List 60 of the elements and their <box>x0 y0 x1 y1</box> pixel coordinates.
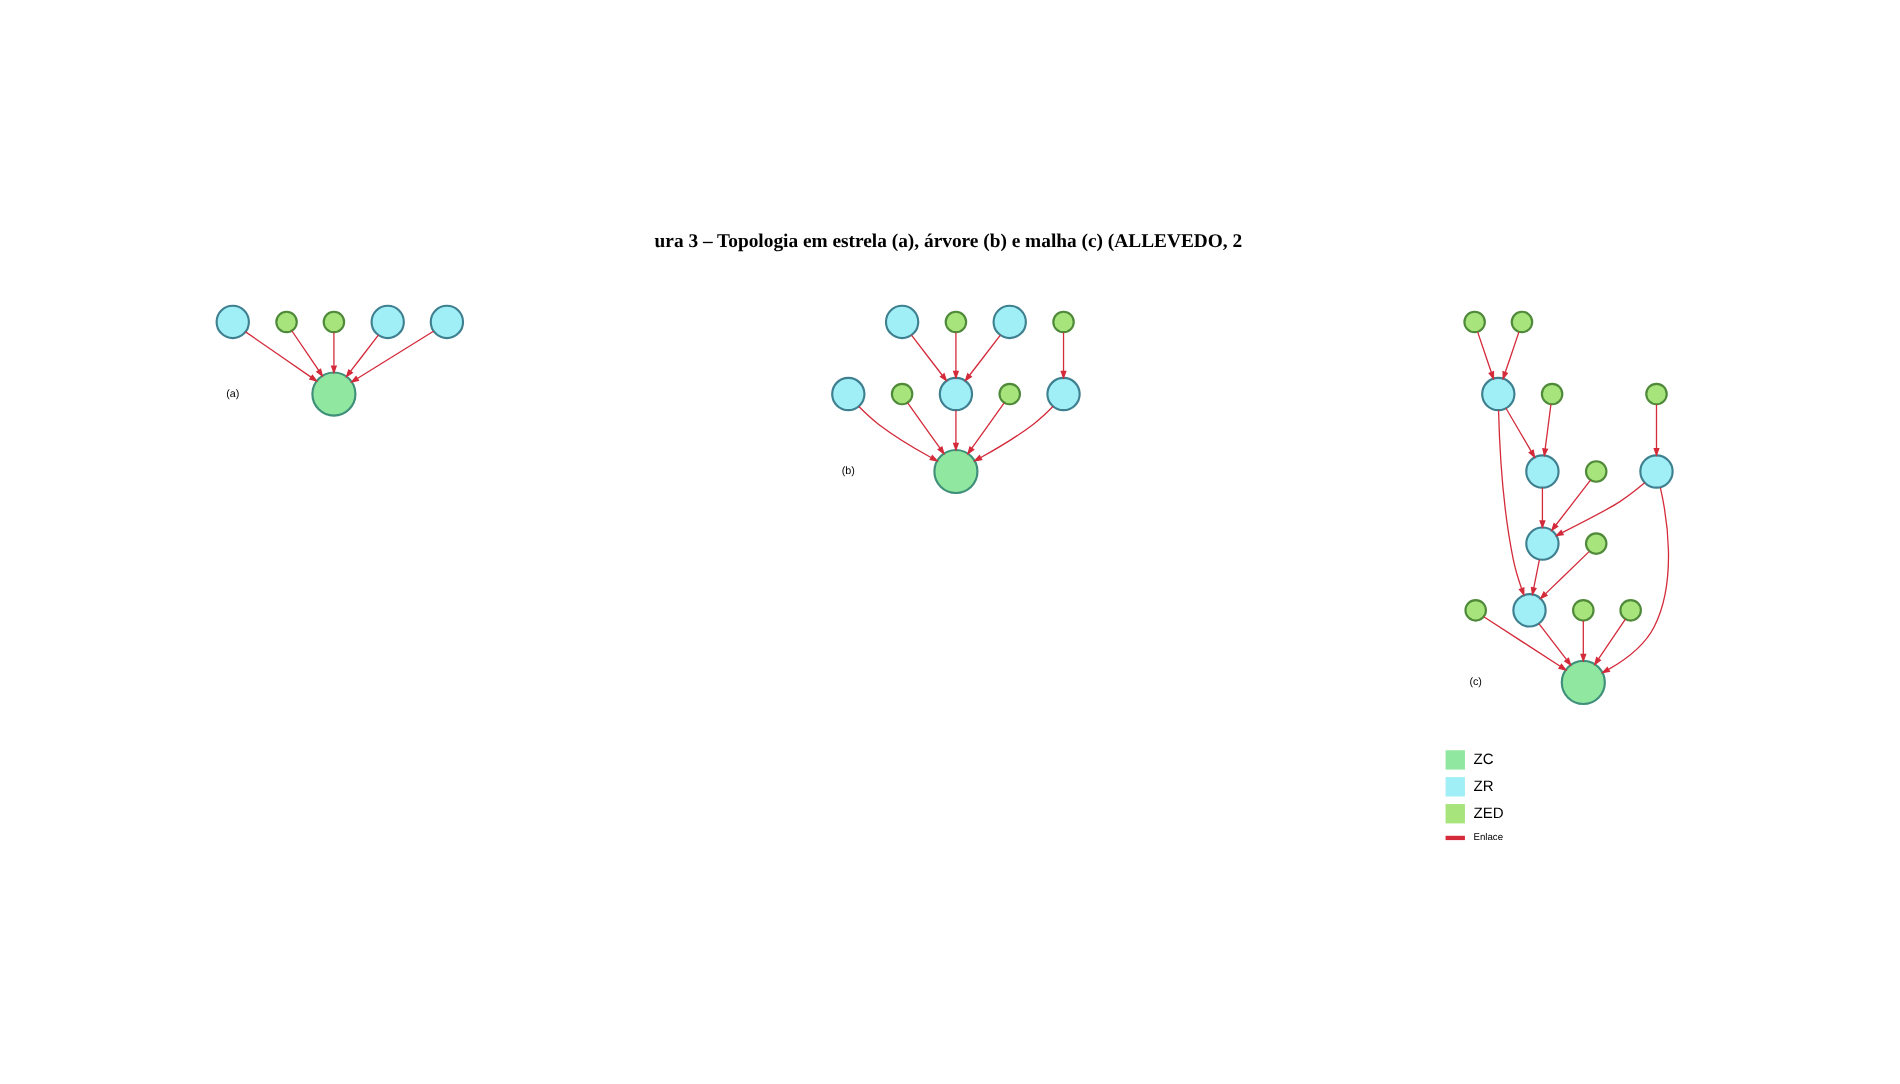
arrow <box>291 330 324 378</box>
arrow <box>858 405 939 462</box>
arrow <box>350 330 435 383</box>
node-circle <box>992 304 1027 340</box>
node-circle <box>1525 454 1560 489</box>
arrow <box>1476 331 1495 381</box>
node-circle <box>275 310 298 334</box>
node-circle <box>933 448 979 495</box>
arrow <box>345 334 379 378</box>
node-circle <box>1046 376 1081 412</box>
node-circle <box>429 304 465 340</box>
arrow <box>1554 482 1646 537</box>
node-circle <box>890 382 914 406</box>
arrow <box>964 334 1001 382</box>
node-circle <box>1540 382 1564 406</box>
node-circle <box>1481 376 1516 412</box>
arrow <box>1497 409 1525 597</box>
node-circle <box>1639 454 1674 489</box>
node-circle <box>370 304 405 340</box>
diagram-title: ura 3 – Topologia em estrela (a), árvore (b) e malha (c) (ALLEVEDO, 2 <box>654 231 1243 254</box>
node-circle <box>944 310 968 334</box>
node-circle <box>1584 460 1608 483</box>
node-circle <box>1645 382 1668 406</box>
arrow <box>910 334 948 382</box>
arrow <box>1060 331 1067 380</box>
arrow <box>973 405 1054 462</box>
node-circle <box>831 376 866 412</box>
arrow <box>1601 486 1670 674</box>
arrow <box>907 402 945 456</box>
arrow <box>1539 550 1590 600</box>
arrow <box>1580 620 1587 663</box>
arrow <box>244 331 319 382</box>
node-circle <box>215 304 250 340</box>
node-circle <box>938 376 974 412</box>
arrow <box>1538 622 1572 667</box>
node-circle <box>1464 599 1487 622</box>
arrow <box>1502 331 1520 381</box>
arrow <box>1530 559 1541 597</box>
node-circle <box>1525 526 1560 561</box>
arrow <box>1539 487 1546 530</box>
node-circle <box>311 371 357 417</box>
arrow <box>1483 616 1568 671</box>
arrow <box>966 402 1005 456</box>
node-circle <box>1572 599 1595 622</box>
node-circle <box>998 382 1022 406</box>
arrow <box>1653 403 1660 458</box>
node-circle <box>884 304 920 340</box>
arrow <box>1505 407 1536 459</box>
arrow <box>1550 479 1592 532</box>
node-circle <box>1510 310 1534 334</box>
node-circle <box>1584 532 1608 555</box>
node-circle <box>1619 599 1642 622</box>
arrow <box>1542 403 1552 458</box>
arrow <box>1593 618 1627 666</box>
node-circle <box>1463 310 1486 334</box>
arrow <box>952 409 960 452</box>
arrow <box>952 331 960 380</box>
arrow <box>330 331 338 375</box>
node-circle <box>1052 310 1075 334</box>
node-circle <box>322 310 346 334</box>
